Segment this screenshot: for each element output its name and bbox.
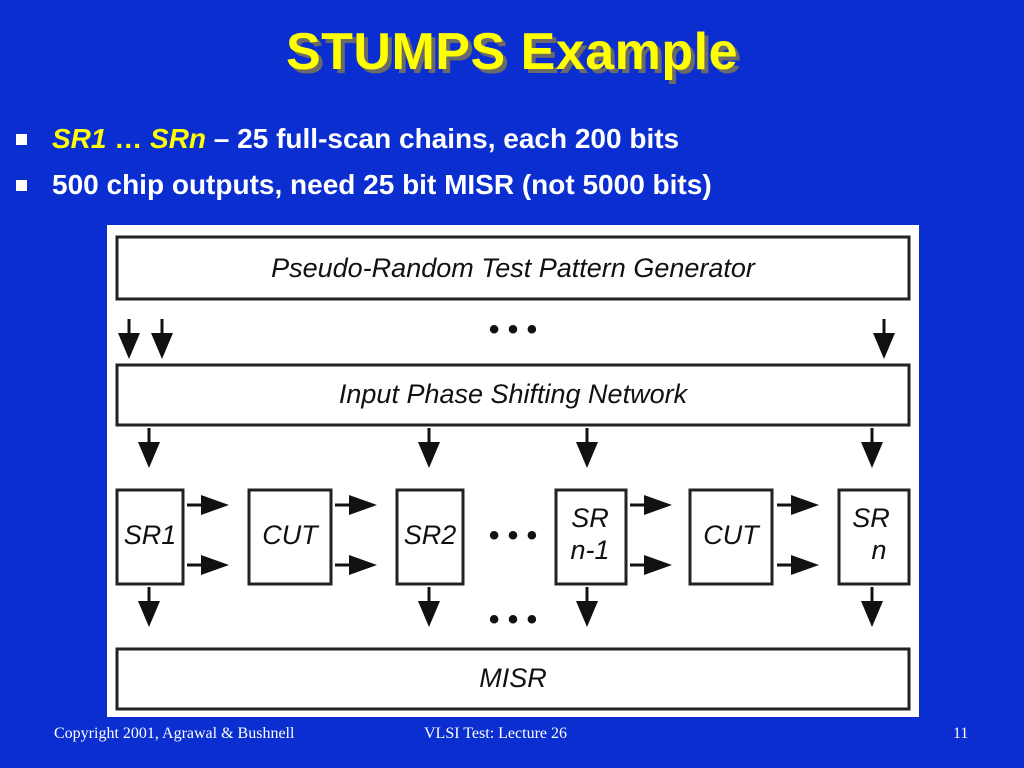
stumps-diagram-svg: Pseudo-Random Test Pattern Generator • •… xyxy=(115,235,911,711)
arrow-psn-to-sr1 xyxy=(136,426,162,470)
cut1-label: CUT xyxy=(262,520,320,550)
prpg-label: Pseudo-Random Test Pattern Generator xyxy=(271,253,756,283)
arrow-srn-to-misr xyxy=(859,585,885,629)
arrow-psn-to-srn1 xyxy=(574,426,600,470)
arrow-prpg-to-psn-2 xyxy=(149,317,175,361)
square-bullet-icon xyxy=(16,134,27,145)
footer-copyright: Copyright 2001, Agrawal & Bushnell xyxy=(54,725,295,742)
arrow-sr2-to-misr xyxy=(416,585,442,629)
srn-box xyxy=(837,488,911,586)
bullet-chip-outputs-text: 500 chip outputs, need 25 bit MISR (not … xyxy=(52,169,712,200)
srn-label-line2: n xyxy=(871,535,886,565)
phase-shifter-box xyxy=(115,363,911,427)
cut2-label: CUT xyxy=(703,520,761,550)
arrow-cut2-to-srn-top xyxy=(775,493,821,517)
arrow-sr1-to-cut1-bottom xyxy=(185,553,231,577)
srn-label-line1: SR xyxy=(852,503,890,533)
cut1-box xyxy=(247,488,333,586)
sr2-label: SR2 xyxy=(404,520,457,550)
arrow-sr1-to-misr xyxy=(136,585,162,629)
misr-box xyxy=(115,647,911,711)
arrow-prpg-to-psn-1 xyxy=(116,317,142,361)
arrow-srn1-to-cut2-bottom xyxy=(628,553,674,577)
arrow-srn1-to-cut2-top xyxy=(628,493,674,517)
arrow-psn-to-srn xyxy=(859,426,885,470)
srn1-label-line2: n-1 xyxy=(570,535,609,565)
bullet-item-chip-outputs: 500 chip outputs, need 25 bit MISR (not … xyxy=(14,164,1014,210)
bullet-item-scan-chains: SR1 … SRn – 25 full-scan chains, each 20… xyxy=(14,118,1014,164)
sr1-box xyxy=(115,488,185,586)
slide-title: STUMPS Example xyxy=(285,23,739,81)
square-bullet-icon xyxy=(16,180,27,191)
stumps-diagram: Pseudo-Random Test Pattern Generator • •… xyxy=(107,225,919,717)
arrow-cut1-to-sr2-bottom xyxy=(333,553,379,577)
prpg-box xyxy=(115,235,911,301)
bullet-ellipsis: … xyxy=(106,123,151,154)
cut2-box xyxy=(688,488,774,586)
srn1-label-line1: SR xyxy=(571,503,609,533)
bullet-sr1-label: SR1 xyxy=(52,123,107,154)
arrow-srn1-to-misr xyxy=(574,585,600,629)
footer-page-number: 11 xyxy=(953,725,969,742)
bullet-scan-chains-text: – 25 full-scan chains, each 200 bits xyxy=(206,123,680,154)
arrow-psn-to-sr2 xyxy=(416,426,442,470)
sr2-box xyxy=(395,488,465,586)
ellipsis-middle-row: • • • xyxy=(489,519,537,552)
footer-course: VLSI Test: Lecture 26 xyxy=(424,725,567,742)
arrow-sr1-to-cut1-top xyxy=(185,493,231,517)
arrow-cut2-to-srn-bottom xyxy=(775,553,821,577)
arrow-cut1-to-sr2-top xyxy=(333,493,379,517)
arrow-prpg-to-psn-n xyxy=(871,317,897,361)
phase-shifter-label: Input Phase Shifting Network xyxy=(339,379,689,409)
ellipsis-sr-outputs: • • • xyxy=(489,603,537,636)
bullet-list: SR1 … SRn – 25 full-scan chains, each 20… xyxy=(14,118,1014,210)
sr1-label: SR1 xyxy=(124,520,177,550)
ellipsis-prpg-outputs: • • • xyxy=(489,313,537,346)
srn1-box xyxy=(554,488,628,586)
misr-label: MISR xyxy=(479,663,547,693)
bullet-srn-label: SRn xyxy=(150,123,207,154)
